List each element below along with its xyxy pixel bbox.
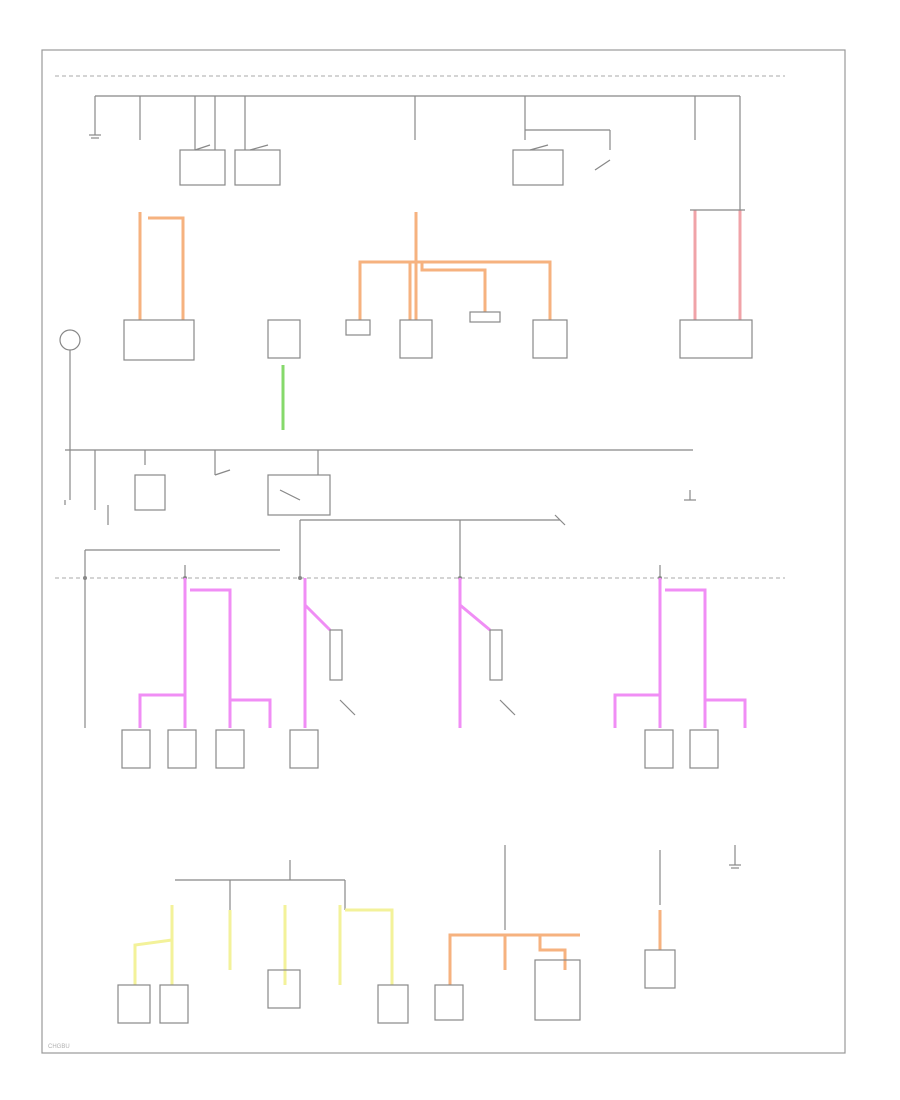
orange-wire-left (138, 212, 185, 320)
component-box (345, 319, 371, 336)
component-box (377, 984, 409, 1024)
switch-box (179, 149, 226, 186)
bulb-box (121, 729, 151, 769)
lamp-symbol (59, 329, 81, 500)
component-box (679, 319, 753, 359)
switch-box (267, 474, 331, 516)
component-box (434, 984, 464, 1021)
ground-symbol (89, 134, 101, 139)
component-box (644, 949, 676, 989)
ground-symbol (684, 490, 696, 501)
magenta-wire-left (138, 578, 272, 728)
switch-box (134, 474, 166, 511)
diagram-frame (41, 49, 846, 1054)
bulb-box (215, 729, 245, 769)
switch-box (512, 149, 564, 186)
magenta-wire-right (613, 578, 747, 728)
switch-box (489, 629, 503, 681)
component-box (399, 319, 433, 359)
component-box (117, 984, 151, 1024)
magenta-wire-center-right (458, 578, 491, 728)
component-box (532, 319, 568, 359)
switch-box (234, 149, 281, 186)
bulb-box (644, 729, 674, 769)
bulb-box (689, 729, 719, 769)
component-box (534, 959, 581, 1021)
component-box (267, 319, 301, 359)
component-box (159, 984, 189, 1024)
magenta-wire-center-left (303, 578, 332, 728)
component-box (469, 311, 501, 323)
orange-wire-tree (358, 212, 552, 320)
component-box (123, 319, 195, 361)
bulb-box (289, 729, 319, 769)
component-box (267, 969, 301, 1009)
yellow-wires (133, 905, 394, 985)
pink-wire-right (693, 210, 742, 320)
image-code: CHGBU (48, 1044, 70, 1050)
bulb-box (167, 729, 197, 769)
ground-symbol (729, 845, 741, 869)
switch-box (329, 629, 343, 681)
